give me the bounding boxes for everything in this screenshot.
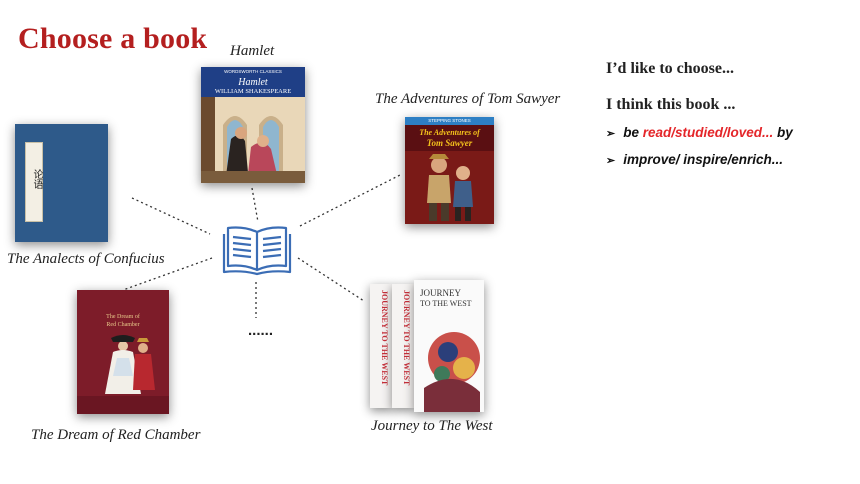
journey-front-title-2: TO THE WEST: [420, 299, 472, 308]
tom-cover-title-2: Tom Sawyer: [426, 138, 473, 148]
caption-tom-sawyer: The Adventures of Tom Sawyer: [375, 91, 561, 107]
analects-title-label: 论语: [25, 142, 43, 222]
bullet-be-read: ➢be read/studied/loved... by: [606, 125, 793, 140]
red-chamber-illustration: [77, 335, 169, 414]
slide-title: Choose a book: [18, 22, 208, 55]
caption-hamlet: Hamlet: [230, 43, 275, 59]
red-chamber-title-2: Red Chamber: [106, 322, 140, 328]
journey-cover-illustration: [424, 332, 480, 412]
analects-cover-title: 论语: [31, 169, 42, 189]
cover-tom-sawyer[interactable]: STEPPING STONES The Adventures of Tom Sa…: [405, 117, 494, 224]
cover-hamlet[interactable]: WORDSWORTH CLASSICS Hamlet WILLIAM SHAKE…: [201, 67, 305, 183]
hamlet-cover-illustration: [201, 97, 305, 183]
open-book-icon: [222, 226, 292, 276]
tom-cover-title-1: The Adventures of: [419, 128, 480, 137]
tom-cover-illustration: [405, 151, 494, 224]
hamlet-cover-title: Hamlet: [238, 77, 268, 88]
journey-front: JOURNEY TO THE WEST: [414, 280, 484, 412]
highlight-read-studied-loved: read/studied/loved...: [642, 125, 774, 140]
cover-journey[interactable]: JOURNEY TO THE WEST JOURNEY TO THE WEST …: [368, 280, 484, 412]
journey-spine-2: JOURNEY TO THE WEST: [392, 284, 414, 408]
connector-to-hamlet: [251, 187, 259, 223]
bullet-arrow-icon: ➢: [606, 155, 616, 167]
caption-red-chamber: The Dream of Red Chamber: [31, 427, 201, 443]
more-books-ellipsis: ......: [248, 322, 274, 339]
red-chamber-title-1: The Dream of: [106, 314, 140, 320]
hamlet-cover-author: WILLIAM SHAKESPEARE: [214, 88, 292, 95]
prompt-think: I think this book ...: [606, 96, 736, 113]
journey-spine-1: JOURNEY TO THE WEST: [370, 284, 392, 408]
cover-analects[interactable]: 论语: [15, 124, 108, 242]
cover-red-chamber[interactable]: The Dream of Red Chamber: [77, 290, 169, 414]
connector-to-tom-sawyer: [299, 174, 401, 227]
tom-series-label: STEPPING STONES: [405, 117, 494, 125]
bullet-arrow-icon: ➢: [606, 128, 616, 140]
journey-front-title-1: JOURNEY: [420, 288, 462, 298]
hamlet-series-label: WORDSWORTH CLASSICS: [224, 69, 282, 74]
connector-to-red-chamber: [122, 257, 213, 291]
caption-analects: The Analects of Confucius: [7, 251, 165, 267]
connector-to-analects: [131, 197, 211, 235]
connector-to-journey: [297, 257, 365, 302]
caption-journey: Journey to The West: [371, 418, 493, 434]
prompt-choose: I’d like to choose...: [606, 60, 734, 77]
bullet-improve: ➢improve/ inspire/enrich...: [606, 152, 784, 167]
